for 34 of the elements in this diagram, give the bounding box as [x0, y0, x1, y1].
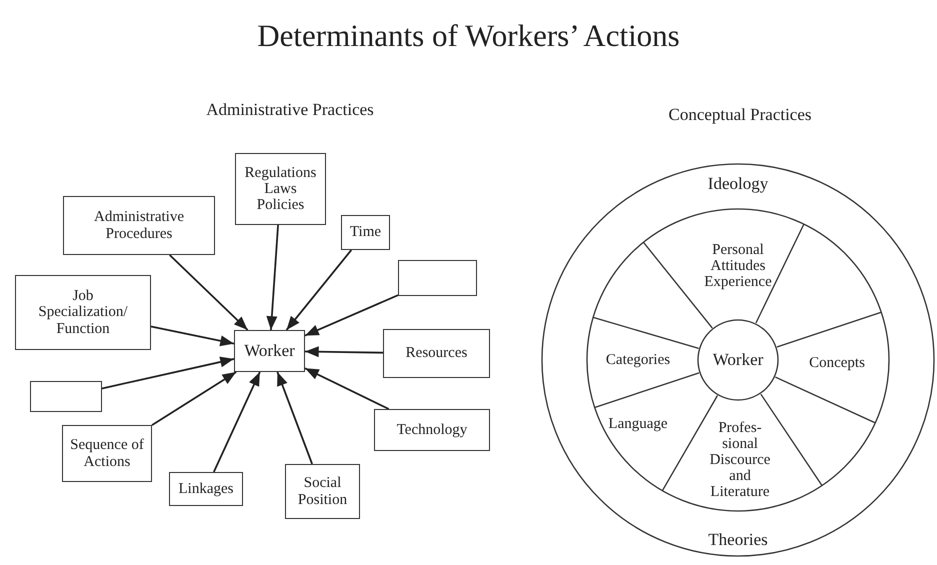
arrow	[276, 372, 313, 464]
empty-box	[398, 260, 477, 296]
ring-label: Ideology	[708, 175, 768, 194]
ring-label: Theories	[708, 530, 768, 549]
factor-box: Time	[341, 215, 390, 250]
arrow	[304, 346, 384, 358]
worker-label: Worker	[712, 350, 764, 370]
arrow	[152, 371, 237, 426]
factor-box: Job Specialization/ Function	[15, 275, 151, 350]
empty-box	[30, 381, 102, 412]
section-heading: Conceptual Practices	[667, 105, 813, 125]
factor-box: Linkages	[169, 472, 243, 506]
arrow	[150, 326, 234, 346]
arrow	[213, 372, 261, 472]
arrow	[286, 249, 352, 331]
factor-box: Resources	[383, 329, 490, 378]
factor-box: Technology	[374, 409, 490, 451]
arrow	[102, 356, 234, 390]
factor-box: Administrative Procedures	[63, 196, 215, 255]
factor-box: Sequence of Actions	[62, 425, 152, 482]
segment-label: Profes-sional Discource and Literature	[695, 410, 785, 510]
arrow	[304, 294, 398, 336]
title: Determinants of Workers’ Actions	[256, 18, 681, 54]
section-heading: Administrative Practices	[205, 100, 375, 120]
segment-label: Categories	[596, 345, 680, 375]
factor-box: Regulations Laws Policies	[235, 153, 326, 225]
worker-box: Worker	[234, 330, 305, 372]
factor-box: Social Position	[285, 464, 360, 519]
segment-label: Personal Attitudes Experience	[692, 226, 784, 306]
arrow	[266, 224, 279, 330]
arrow	[304, 367, 390, 410]
segment-label: Concepts	[794, 348, 880, 378]
arrow	[169, 254, 248, 331]
segment-label: Language	[596, 409, 680, 439]
